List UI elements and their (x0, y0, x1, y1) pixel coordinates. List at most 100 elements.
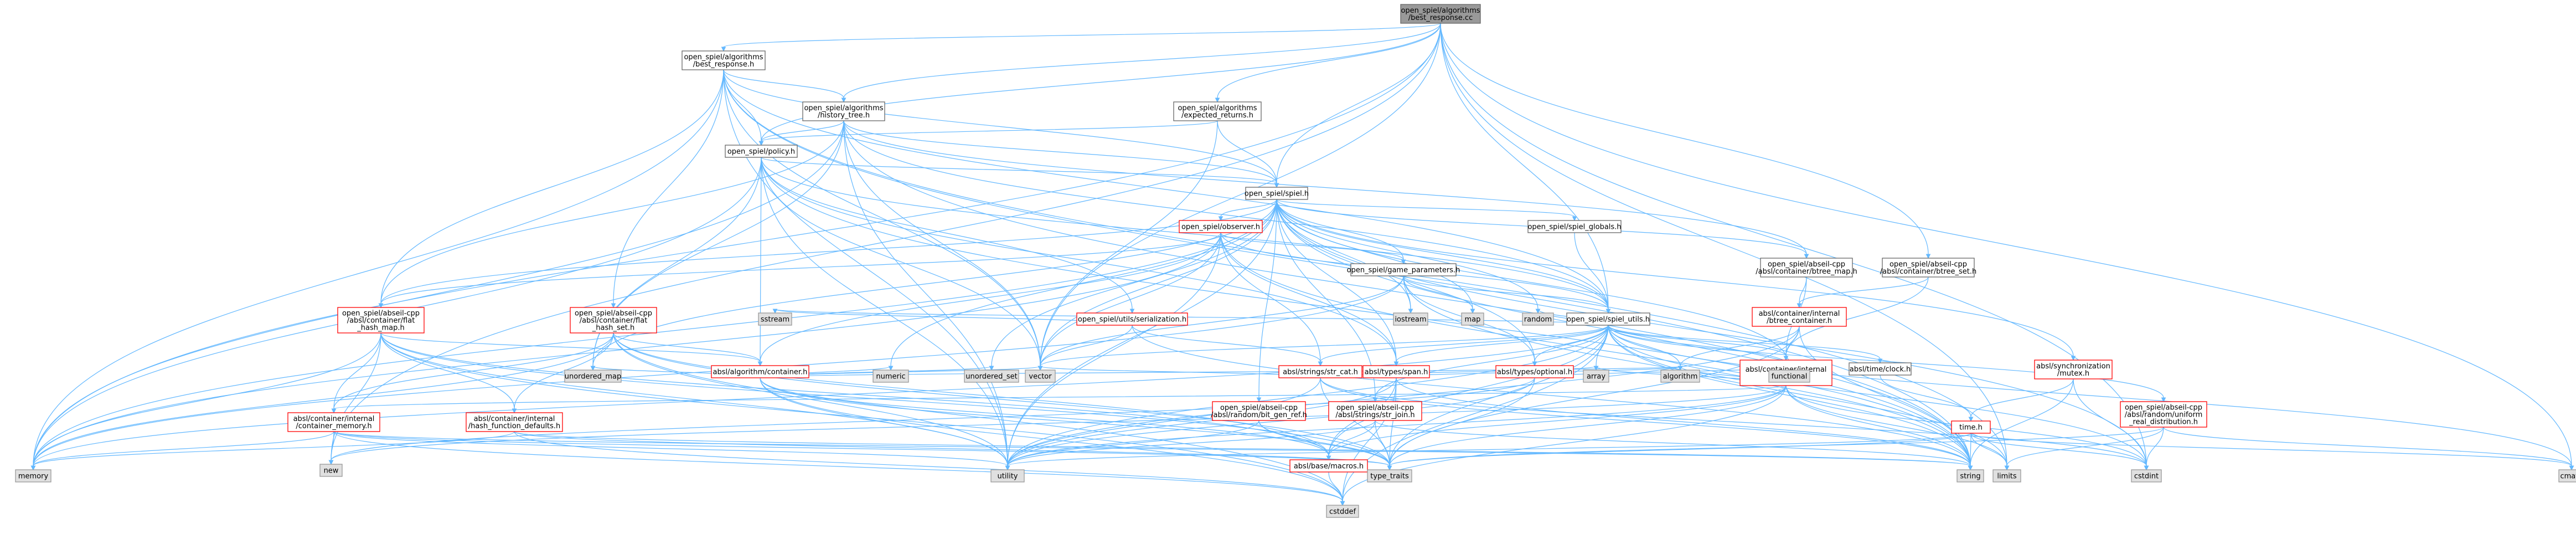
node-label: cstddef (1329, 508, 1356, 516)
node-serial[interactable]: open_spiel/utils/serialization.h (1076, 312, 1188, 326)
node-box (1328, 401, 1422, 421)
edge-spiel-to-utils (1276, 199, 1611, 314)
node-observer[interactable]: open_spiel/observer.h (1179, 220, 1263, 233)
node-algorithm: algorithm (1660, 369, 1700, 383)
edge-serial-to-strcat (1132, 325, 1323, 367)
edge-spiel-to-iostream (1276, 199, 1413, 314)
node-gparams[interactable]: open_spiel/game_parameters.h (1347, 263, 1460, 276)
node-bitgen[interactable]: open_spiel/abseil-cpp/absl/random/bit_ge… (1211, 401, 1307, 421)
node-label: /history_tree.h (818, 111, 870, 120)
node-label: open_spiel/spiel_utils.h (1567, 316, 1650, 324)
node-box (1566, 312, 1650, 326)
node-hashfn[interactable]: absl/container/internal/hash_function_de… (466, 412, 563, 432)
edge-policy-to-spiel (761, 157, 1279, 188)
node-label: absl/types/optional.h (1497, 368, 1572, 377)
node-functional: functional (1768, 369, 1810, 383)
node-label: string (1960, 473, 1980, 481)
node-label: /hash_function_defaults.h (468, 422, 561, 430)
node-label: vector (1029, 373, 1052, 381)
node-box (964, 369, 1019, 383)
node-box (2120, 401, 2207, 428)
node-br_h[interactable]: open_spiel/algorithms/best_response.h (682, 50, 766, 70)
edge-exp-to-vector (1037, 120, 1218, 371)
node-btree_cont[interactable]: absl/container/internal/btree_container.… (1752, 307, 1847, 327)
edge-br_h-to-fhm (378, 69, 724, 309)
node-policy[interactable]: open_spiel/policy.h (725, 145, 798, 158)
node-contmem[interactable]: absl/container/internal/container_memory… (287, 412, 380, 432)
node-label: _hash_map.h (357, 324, 404, 332)
edge-hashfn-to-type_traits (514, 431, 1392, 471)
node-fhm[interactable]: open_spiel/abseil-cpp/absl/container/fla… (337, 307, 425, 333)
node-strcat[interactable]: absl/strings/str_cat.h (1278, 365, 1362, 378)
node-time[interactable]: time.h (1951, 420, 1991, 434)
node-label: limits (1997, 473, 2017, 481)
edge-optional-to-type_traits (1387, 377, 1535, 471)
node-box (725, 145, 798, 158)
node-box (1245, 187, 1308, 200)
node-box (2558, 469, 2576, 483)
edge-fhm-to-hashfn (380, 332, 517, 414)
edge-uniform-to-limits (2004, 427, 2164, 471)
node-label: open_spiel/utils/serialization.h (1078, 316, 1186, 324)
node-label: /absl/random/uniform (2125, 411, 2203, 419)
node-iostream: iostream (1393, 312, 1428, 326)
node-label: open_spiel/abseil-cpp (1220, 404, 1298, 412)
node-utils[interactable]: open_spiel/spiel_utils.h (1566, 312, 1650, 326)
node-box (319, 464, 343, 477)
node-label: open_spiel/abseil-cpp (575, 310, 652, 318)
node-label: open_spiel/algorithms (804, 104, 883, 112)
edge-root-to-br_h (721, 23, 1441, 52)
node-strjoin[interactable]: open_spiel/abseil-cpp/absl/strings/str_j… (1328, 401, 1422, 421)
edge-utils-to-limits (1608, 325, 2010, 471)
node-label: /container_memory.h (296, 422, 371, 430)
edge-time-to-cmath (1970, 433, 2574, 471)
node-clock[interactable]: absl/time/clock.h (1849, 362, 1912, 376)
node-fhs[interactable]: open_spiel/abseil-cpp/absl/container/fla… (570, 307, 657, 333)
node-vector: vector (1025, 369, 1056, 383)
node-label: /expected_returns.h (1181, 111, 1253, 120)
node-box (1752, 307, 1847, 327)
node-algcont[interactable]: absl/algorithm/container.h (711, 365, 809, 378)
node-box (2034, 360, 2113, 379)
node-box (682, 50, 766, 70)
node-root[interactable]: open_spiel/algorithms/best_response.cc (1400, 4, 1481, 24)
edge-time-to-limits (1970, 433, 2010, 471)
edge-observer-to-vector (1037, 232, 1221, 371)
node-box (1522, 312, 1554, 326)
node-label: absl/container/internal (474, 415, 555, 423)
node-label: open_spiel/observer.h (1181, 223, 1260, 232)
node-spiel[interactable]: open_spiel/spiel.h (1245, 187, 1309, 200)
edge-btree_cont-to-type_traits (1387, 326, 1800, 471)
edge-br_h-to-memory (30, 69, 724, 471)
node-box (287, 412, 380, 432)
node-btree_map[interactable]: open_spiel/abseil-cpp/absl/container/btr… (1756, 258, 1857, 278)
node-mutex[interactable]: absl/synchronization/mutex.h (2034, 360, 2113, 379)
edge-gparams-to-utils (1403, 275, 1611, 314)
edge-observer-to-gparams (1220, 232, 1406, 265)
node-span[interactable]: absl/types/span.h (1362, 365, 1430, 378)
node-random: random (1522, 312, 1554, 326)
edge-fhs-to-algcont (613, 332, 763, 367)
node-btree_set[interactable]: open_spiel/abseil-cpp/absl/container/btr… (1880, 258, 1976, 278)
node-box (1760, 258, 1853, 278)
node-label: cstdint (2134, 473, 2159, 481)
edge-root-to-spiel (1274, 23, 1441, 188)
node-hist[interactable]: open_spiel/algorithms/history_tree.h (802, 101, 885, 121)
edge-root-to-cstdint (1440, 23, 2149, 471)
node-label: unordered_map (565, 373, 622, 381)
node-box (1660, 369, 1700, 383)
edge-root-to-policy (758, 23, 1441, 146)
edge-root-to-cmath (1440, 23, 2574, 471)
node-box (466, 412, 563, 432)
node-optional[interactable]: absl/types/optional.h (1495, 365, 1574, 378)
edge-mutex-to-time (1968, 378, 2074, 422)
node-label: open_spiel/game_parameters.h (1347, 266, 1460, 275)
node-globals[interactable]: open_spiel/spiel_globals.h (1527, 220, 1622, 233)
node-exp[interactable]: open_spiel/algorithms/expected_returns.h (1173, 101, 1262, 121)
node-label: algorithm (1663, 373, 1698, 381)
node-macros[interactable]: absl/base/macros.h (1289, 459, 1368, 473)
edge-utils-to-cstdint (1608, 325, 2149, 471)
node-uniform[interactable]: open_spiel/abseil-cpp/absl/random/unifor… (2120, 401, 2207, 428)
node-cmath: cmath (2558, 469, 2576, 483)
node-box (15, 469, 51, 483)
